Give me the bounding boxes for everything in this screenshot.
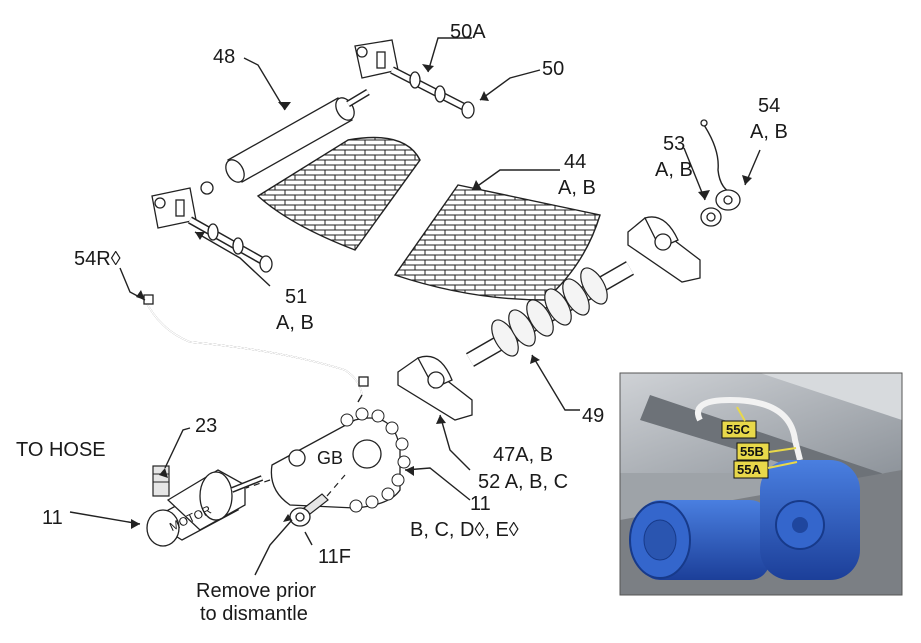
label-50: 50 xyxy=(542,58,564,80)
label-49: 49 xyxy=(582,405,604,427)
label-11-motor: 11 xyxy=(42,507,63,529)
label-52: 52 A, B, C xyxy=(478,471,568,493)
label-53: 53 xyxy=(663,133,685,155)
label-23: 23 xyxy=(195,415,217,437)
rod-end-51 xyxy=(151,187,273,273)
leader-arrowheads xyxy=(131,64,752,529)
label-44: 44 xyxy=(564,151,586,173)
note-remove-line1: Remove prior xyxy=(196,580,316,602)
label-11-gearbox: 11 xyxy=(470,493,491,515)
label-11f: 11F xyxy=(318,546,351,568)
screen-panel-top xyxy=(256,136,421,251)
label-47: 47A, B xyxy=(493,444,553,466)
tag-55c xyxy=(721,420,757,439)
note-remove-line2: to dismantle xyxy=(200,603,308,625)
photo-motor xyxy=(629,460,860,580)
label-to-hose: TO HOSE xyxy=(16,439,106,461)
label-50a: 50A xyxy=(450,21,486,43)
hydraulic-motor-11: MOTOR xyxy=(146,469,264,547)
label-55b: 55B xyxy=(740,444,764,459)
bearing-block-right xyxy=(627,216,701,283)
assembly-dashed-lines xyxy=(245,474,346,497)
rod-end-50 xyxy=(354,39,475,119)
label-51: 51 xyxy=(285,286,307,308)
part-labels: 48 50A 50 44 A, B 53 A, B 54 A, B 54R◊ 5… xyxy=(16,21,788,625)
tag-55a xyxy=(733,460,769,479)
label-53-variants: A, B xyxy=(655,159,693,181)
bushing-53 xyxy=(700,207,722,227)
label-44-variants: A, B xyxy=(558,177,596,199)
gearbox-11: GB xyxy=(270,407,411,513)
photo-hose xyxy=(695,396,803,461)
bearing-block-left xyxy=(397,355,473,421)
photo-inset: 55C 55B 55A xyxy=(619,372,903,596)
label-54-variants: A, B xyxy=(750,121,788,143)
hose-54r xyxy=(143,294,369,396)
label-54: 54 xyxy=(758,95,780,117)
rotor-49 xyxy=(466,261,634,367)
gearbox-label: GB xyxy=(317,448,343,468)
label-51-variants: A, B xyxy=(276,312,314,334)
sensor-54 xyxy=(700,119,741,211)
plug-11f xyxy=(289,493,329,527)
label-48: 48 xyxy=(213,46,235,68)
label-55c: 55C xyxy=(726,422,750,437)
fitting-23 xyxy=(152,465,170,497)
hydraulic-cylinder-48 xyxy=(200,88,370,195)
label-55a: 55A xyxy=(737,462,761,477)
label-54r: 54R◊ xyxy=(74,248,121,270)
label-11-variants: B, C, D◊, E◊ xyxy=(410,519,519,541)
